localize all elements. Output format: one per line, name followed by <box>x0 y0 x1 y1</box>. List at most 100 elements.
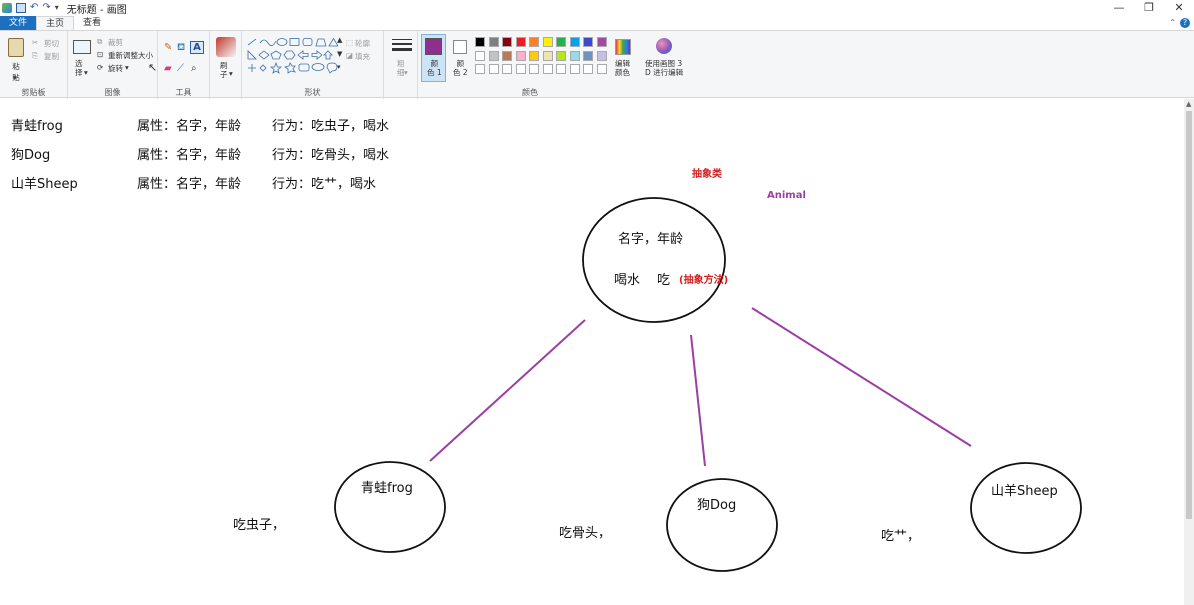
size-dropdown-icon[interactable]: ▾ <box>404 68 408 77</box>
custom-color-slot[interactable] <box>475 64 485 74</box>
color-picker-icon[interactable]: ⟋ <box>177 63 184 74</box>
custom-color-slot[interactable] <box>515 64 526 74</box>
shapes-gallery[interactable] <box>246 37 338 77</box>
edit-colors-icon[interactable] <box>615 39 631 55</box>
palette-swatch[interactable] <box>488 50 499 61</box>
tab-file[interactable]: 文件 <box>0 16 37 30</box>
select-dropdown-icon[interactable]: ▾ <box>84 68 88 77</box>
select-icon[interactable] <box>73 40 91 54</box>
brushes-dropdown-icon[interactable]: ▾ <box>229 69 233 78</box>
custom-color-slot[interactable] <box>529 64 539 74</box>
custom-color-slot[interactable] <box>488 64 499 74</box>
color2-label[interactable]: 颜 色 2 <box>453 59 468 77</box>
palette-swatch[interactable] <box>502 37 512 47</box>
maximize-button[interactable]: ❐ <box>1144 1 1154 14</box>
vertical-scrollbar[interactable]: ▲ <box>1184 99 1194 605</box>
close-button[interactable]: ✕ <box>1174 1 1184 14</box>
brush-icon[interactable] <box>216 37 236 57</box>
paint3d-icon[interactable] <box>656 38 672 54</box>
copy-button[interactable]: 复制 <box>44 52 59 61</box>
palette-swatch[interactable] <box>529 50 539 61</box>
paint-app-icon[interactable] <box>2 3 12 13</box>
magnifier-icon[interactable]: ⌕ <box>191 63 197 74</box>
custom-color-slot[interactable] <box>569 64 580 74</box>
save-icon[interactable] <box>16 3 26 13</box>
tab-view[interactable]: 查看 <box>83 18 102 28</box>
cut-icon[interactable]: ✂ <box>32 38 39 47</box>
copy-icon[interactable]: ⎘ <box>32 51 38 60</box>
palette-swatch[interactable] <box>542 37 553 47</box>
abstract-method-label: (抽象方法) <box>679 275 729 286</box>
shapes-scroll-down-icon[interactable]: ▼ <box>337 50 343 58</box>
text-icon[interactable]: A <box>190 41 204 54</box>
crop-button[interactable]: 裁剪 <box>108 38 123 47</box>
palette-swatch[interactable] <box>475 37 485 47</box>
fill-button[interactable]: 填充 <box>355 52 370 61</box>
brushes-button[interactable]: 刷 子 <box>220 61 228 79</box>
scrollbar-thumb[interactable] <box>1186 111 1192 519</box>
paste-dropdown-icon[interactable]: ▾ <box>13 73 17 82</box>
eraser-icon[interactable]: ▰ <box>164 63 172 74</box>
palette-swatch[interactable] <box>488 37 499 47</box>
paste-button[interactable]: 粘贴 <box>12 62 20 82</box>
palette-swatch[interactable] <box>542 50 553 61</box>
collapse-ribbon-icon[interactable]: ⌃ <box>1169 18 1176 27</box>
palette-swatch[interactable] <box>596 50 607 61</box>
rotate-button[interactable]: 旋转 <box>108 64 123 73</box>
color2-swatch[interactable] <box>453 40 467 54</box>
palette-swatch[interactable] <box>583 37 593 47</box>
customize-dropdown-icon[interactable]: ▾ <box>54 3 59 12</box>
shapes-scroll-up-icon[interactable]: ▲ <box>337 36 343 44</box>
palette-swatch[interactable] <box>502 50 512 61</box>
undo-icon[interactable]: ↶ <box>30 2 39 13</box>
help-icon[interactable]: ? <box>1180 18 1190 28</box>
animal-eat: 吃 <box>657 273 671 288</box>
redo-icon[interactable]: ↷ <box>42 2 51 13</box>
pencil-icon[interactable]: ✎ <box>164 42 173 53</box>
outline-button[interactable]: 轮廓 <box>355 39 370 48</box>
scroll-up-icon[interactable]: ▲ <box>1186 100 1192 108</box>
cut-button[interactable]: 剪切 <box>44 39 59 48</box>
edit-with-paint3d-button[interactable]: 使用画图 3 D 进行编辑 <box>645 59 684 77</box>
palette-swatch[interactable] <box>583 50 593 61</box>
palette-swatch[interactable] <box>515 37 526 47</box>
custom-color-slot[interactable] <box>596 64 607 74</box>
rotate-dropdown-icon[interactable]: ▾ <box>125 63 129 72</box>
window-title: 无标题 - 画图 <box>66 4 127 16</box>
custom-color-slot[interactable] <box>583 64 593 74</box>
palette-swatch[interactable] <box>515 50 526 61</box>
paste-icon[interactable] <box>8 38 24 57</box>
palette-swatch[interactable] <box>529 37 539 47</box>
palette-swatch[interactable] <box>569 37 580 47</box>
crop-icon[interactable]: ⧉ <box>97 37 103 46</box>
palette-swatch[interactable] <box>596 37 607 47</box>
palette-swatch[interactable] <box>556 50 566 61</box>
palette-swatch[interactable] <box>556 37 566 47</box>
fill-shape-icon[interactable]: ◪ <box>346 51 354 60</box>
drawing-canvas[interactable]: 青蛙frog 属性：名字，年龄 行为：吃虫子，喝水 狗Dog 属性：名字，年龄 … <box>0 99 1194 605</box>
palette-swatch[interactable] <box>569 50 580 61</box>
palette-swatch[interactable] <box>475 50 485 61</box>
rotate-icon[interactable]: ⟳ <box>97 63 104 72</box>
edit-colors-button[interactable]: 编辑 颜色 <box>615 59 630 77</box>
size-button[interactable]: 粗 细 <box>397 59 405 77</box>
tab-home[interactable]: 主页 <box>36 16 75 30</box>
resize-button[interactable]: 重新调整大小 <box>108 51 153 60</box>
shapes-more-icon[interactable]: ▾ <box>337 63 341 71</box>
resize-icon[interactable]: ⊡ <box>97 50 104 59</box>
outline-icon[interactable]: ⬚ <box>346 38 354 47</box>
color1-label: 颜 色 1 <box>427 59 442 77</box>
colors-group: 颜 色 1 颜 色 2 编辑 颜色 颜色 <box>418 31 642 99</box>
row2-name: 狗Dog <box>11 148 51 163</box>
custom-color-slot[interactable] <box>542 64 553 74</box>
minimize-button[interactable]: — <box>1113 1 1125 14</box>
row3-attrs: 属性：名字，年龄 <box>137 177 242 192</box>
custom-color-slot[interactable] <box>556 64 566 74</box>
select-button[interactable]: 选 择 <box>75 59 83 77</box>
size-group: 粗 细 ▾ <box>384 31 418 99</box>
size-icon[interactable] <box>392 39 412 53</box>
frog-link-line <box>429 319 586 462</box>
custom-color-slot[interactable] <box>502 64 512 74</box>
animal-ellipse <box>582 197 726 323</box>
fill-icon[interactable]: ⛾ <box>177 42 186 53</box>
